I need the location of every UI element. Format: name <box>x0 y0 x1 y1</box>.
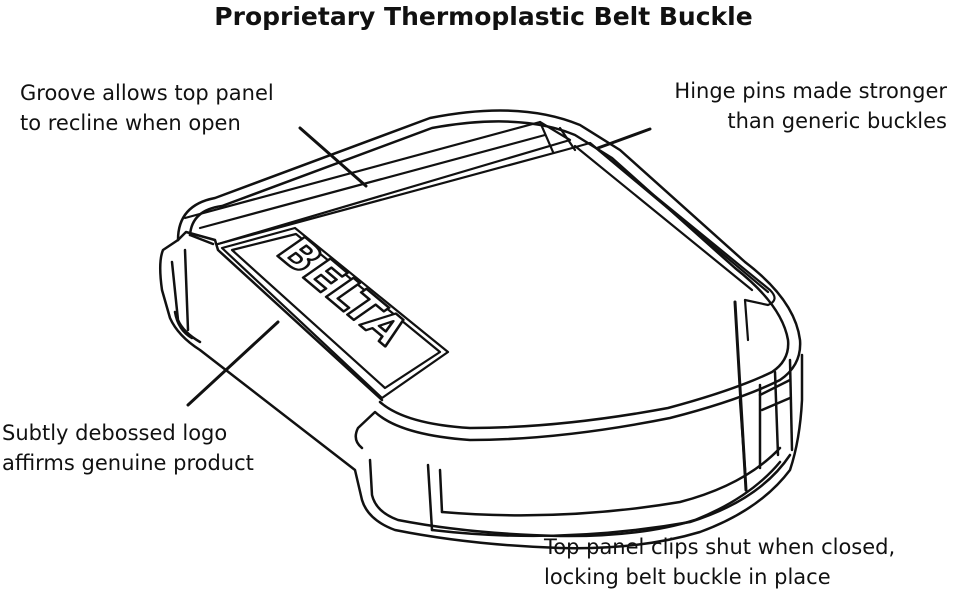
callout-logo: Subtly debossed logo affirms genuine pro… <box>2 418 254 478</box>
callout-logo-line-1: Subtly debossed logo <box>2 421 228 445</box>
logo-text: BELTA <box>265 229 420 353</box>
callout-clip-line-2: locking belt buckle in place <box>544 565 831 589</box>
callout-hinge: Hinge pins made stronger than generic bu… <box>674 76 947 136</box>
callout-hinge-line-1: Hinge pins made stronger <box>674 79 947 103</box>
callout-logo-line-2: affirms genuine product <box>2 451 254 475</box>
top-face <box>216 141 776 342</box>
top-panel <box>176 109 802 450</box>
callout-groove-line-1: Groove allows top panel <box>20 81 274 105</box>
leader-clip <box>733 300 748 492</box>
leader-lines <box>186 126 748 492</box>
buckle-base <box>159 238 804 550</box>
leader-hinge <box>596 127 652 150</box>
leader-logo <box>186 320 280 407</box>
callout-groove-line-2: to recline when open <box>20 111 241 135</box>
groove-panel <box>183 120 577 246</box>
callout-hinge-line-2: than generic buckles <box>727 109 947 133</box>
diagram-title: Proprietary Thermoplastic Belt Buckle <box>214 2 753 31</box>
callout-groove: Groove allows top panel to recline when … <box>20 78 274 138</box>
logo-panel <box>220 226 450 400</box>
leader-groove <box>298 126 368 188</box>
